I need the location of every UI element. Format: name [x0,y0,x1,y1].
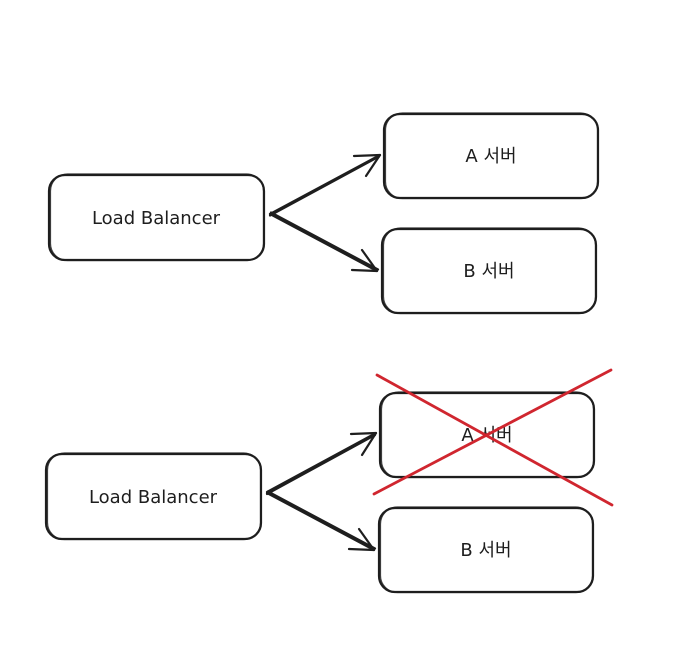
server-a-failure-cross-icon [372,368,614,507]
top-arrow-to-server-a [268,153,382,217]
bottom-server-b-label: B 서버 [460,540,511,561]
bottom-arrow-to-server-a [265,431,378,496]
top-load-balancer-node[interactable]: Load Balancer [47,173,266,262]
top-load-balancer-label: Load Balancer [92,208,221,229]
top-scenario: Load Balancer A 서버 B 서버 [47,112,600,315]
top-server-a-node[interactable]: A 서버 [382,112,600,200]
bottom-load-balancer-node[interactable]: Load Balancer [44,452,263,541]
bottom-server-b-node[interactable]: B 서버 [377,506,595,594]
top-server-b-label: B 서버 [463,261,514,282]
top-arrow-to-server-b [268,211,380,273]
bottom-arrow-to-server-b [265,490,377,552]
bottom-load-balancer-label: Load Balancer [89,487,218,508]
top-server-a-label: A 서버 [465,146,516,167]
top-server-b-node[interactable]: B 서버 [380,227,598,315]
bottom-scenario: Load Balancer A 서버 B 서버 [44,368,614,594]
